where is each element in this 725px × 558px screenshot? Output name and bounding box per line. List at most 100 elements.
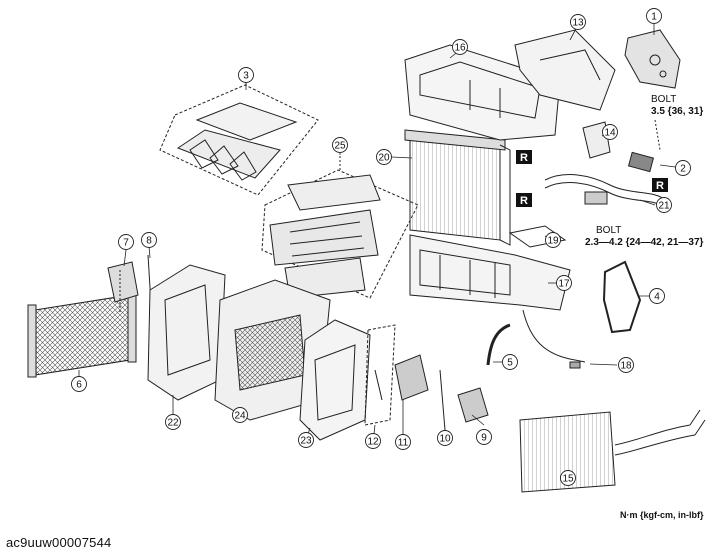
torque-value: 3.5 {36, 31} (651, 106, 703, 117)
callout-number: 13 (572, 18, 584, 29)
callout-number: 11 (398, 438, 409, 449)
callout-number: 19 (547, 236, 559, 247)
callout-13: 13 (570, 14, 586, 30)
replace-marker-label: R (520, 195, 528, 207)
replace-marker (516, 150, 532, 164)
callout-number: 2 (680, 164, 686, 175)
callout-7: 7 (118, 234, 134, 250)
callout-20: 20 (376, 149, 392, 165)
callout-number: 12 (367, 437, 379, 448)
callout-18: 18 (618, 357, 634, 373)
callout-21: 21 (656, 197, 672, 213)
replace-marker (516, 193, 532, 207)
callout-number: 8 (146, 236, 152, 247)
torque-value: 2.3—4.2 {24—42, 21—37} (585, 237, 704, 248)
callout-1: 1 (646, 8, 662, 24)
callout-number: 5 (507, 358, 513, 369)
callout-number: 17 (558, 279, 570, 290)
callout-number: 9 (481, 433, 487, 444)
gasket-plate-part (624, 29, 681, 89)
callout-number: 22 (167, 418, 179, 429)
callout-number: 21 (658, 201, 670, 212)
rod-part (439, 369, 446, 431)
callout-circle (71, 376, 87, 392)
callout-circle (646, 8, 662, 24)
pipe-part (544, 174, 666, 209)
callout-14: 14 (602, 124, 618, 140)
callout-circle (656, 197, 672, 213)
callout-circle (570, 14, 586, 30)
figure-id: ac9uuw00007544 (6, 535, 112, 550)
callout-25: 25 (332, 137, 348, 153)
callout-6: 6 (71, 376, 87, 392)
callout-number: 18 (620, 361, 632, 372)
callout-number: 4 (654, 292, 660, 303)
gasket-part (508, 225, 567, 248)
callout-circle (395, 434, 411, 450)
callout-circle (437, 430, 453, 446)
door-link-part (364, 324, 396, 426)
callout-circle (452, 39, 468, 55)
wire-harness-part (522, 309, 586, 369)
callout-circle (365, 433, 381, 449)
callout-number: 6 (76, 380, 82, 391)
blend-door-assembly-part (261, 155, 419, 299)
callout-8: 8 (141, 232, 157, 248)
callout-22: 22 (165, 414, 181, 430)
callout-circle (556, 275, 572, 291)
torque-label: BOLT (651, 94, 676, 105)
mode-actuator-part (457, 387, 489, 423)
callout-circle (502, 354, 518, 370)
lower-case-part (409, 234, 571, 311)
callout-number: 25 (334, 141, 346, 152)
center-housing-part (214, 279, 331, 421)
callout-circle (618, 357, 634, 373)
torque-spec-2: BOLT 2.3—4.2 {24—42, 21—37} (585, 225, 704, 248)
side-housing-part (299, 319, 371, 441)
evaporator-part (404, 129, 511, 246)
callout-number: 14 (604, 128, 616, 139)
callout-2: 2 (675, 160, 691, 176)
callout-circle (649, 288, 665, 304)
callout-15: 15 (560, 470, 576, 486)
seal-part (602, 260, 642, 334)
callout-circle (476, 429, 492, 445)
replace-marker-label: R (656, 180, 664, 192)
callout-17: 17 (556, 275, 572, 291)
callout-3: 3 (238, 67, 254, 83)
callout-number: 24 (234, 411, 246, 422)
callout-circle (141, 232, 157, 248)
callout-number: 15 (562, 474, 574, 485)
callout-9: 9 (476, 429, 492, 445)
torque-spec-1: BOLT 3.5 {36, 31} (651, 94, 703, 117)
callout-circle (232, 407, 248, 423)
callout-number: 1 (651, 12, 657, 23)
callout-circle (376, 149, 392, 165)
callout-circle (118, 234, 134, 250)
replace-marker-label: R (520, 152, 528, 164)
callout-circle (298, 432, 314, 448)
callout-circle (675, 160, 691, 176)
callout-circle (602, 124, 618, 140)
blower-case-part (147, 264, 226, 401)
callout-24: 24 (232, 407, 248, 423)
torque-label: BOLT (596, 225, 621, 236)
replace-marker (652, 178, 668, 192)
callout-number: 7 (123, 238, 129, 249)
expansion-valve-part (627, 119, 661, 173)
heater-core-part (519, 409, 706, 493)
callout-12: 12 (365, 433, 381, 449)
callout-number: 10 (439, 434, 451, 445)
callout-5: 5 (502, 354, 518, 370)
duct-part (514, 29, 616, 111)
callout-circle (238, 67, 254, 83)
callout-10: 10 (437, 430, 453, 446)
callout-number: 23 (300, 436, 312, 447)
callout-19: 19 (545, 232, 561, 248)
callout-circle (165, 414, 181, 430)
filter-core-part (27, 291, 137, 378)
callout-number: 16 (454, 43, 466, 54)
callout-circle (545, 232, 561, 248)
callout-number: 3 (243, 71, 249, 82)
exploded-parts-diagram: R R R BOLT 3.5 {36, 31} BOLT 2.3—4.2 {24… (27, 8, 706, 520)
